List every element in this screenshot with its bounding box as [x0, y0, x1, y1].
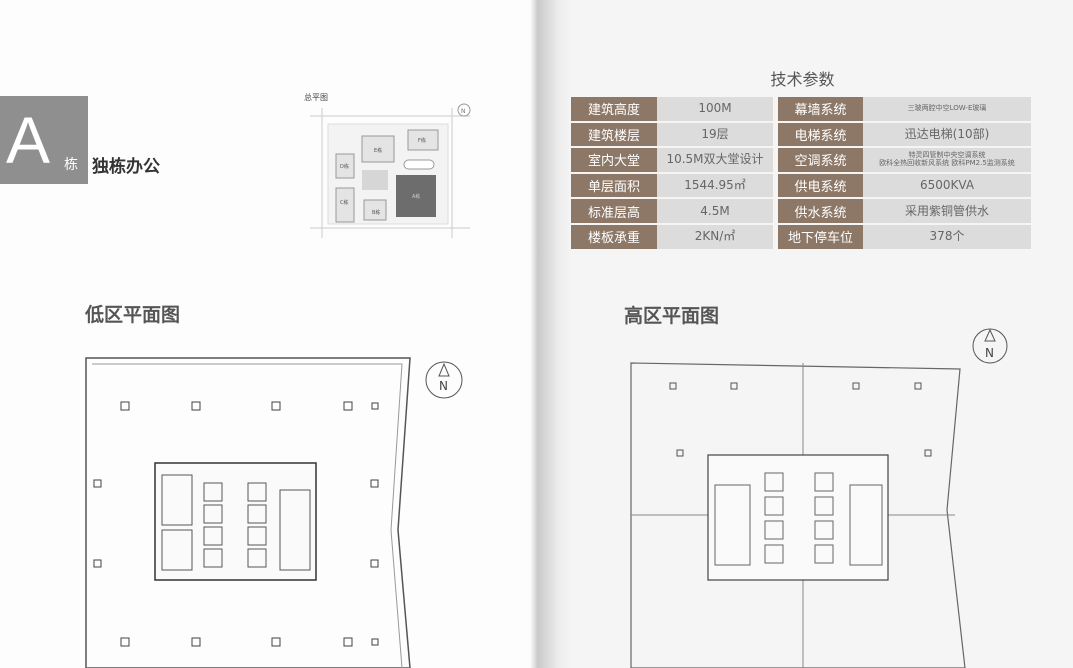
block-a — [396, 175, 436, 217]
high-zone-title: 高区平面图 — [624, 305, 720, 327]
param-value: 378个 — [863, 224, 1031, 249]
param-label: 标准层高 — [571, 199, 657, 223]
site-plan-title: 总平图 — [304, 93, 328, 102]
building-letter: A — [6, 103, 51, 177]
param-value: 4.5M — [657, 199, 773, 223]
block-c — [335, 187, 355, 223]
core — [707, 454, 889, 581]
svg-text:B栋: B栋 — [372, 209, 380, 216]
param-value: 三玻两腔中空LOW-E玻璃 — [863, 97, 1031, 121]
param-value: 迅达电梯(10部) — [863, 122, 1031, 147]
table-row: 空调系统特灵四管制中央空调系统欧科全热回收新风系统 欧科PM2.5监测系统 — [778, 148, 1031, 172]
param-label: 幕墙系统 — [778, 97, 863, 121]
tech-table-right: 幕墙系统三玻两腔中空LOW-E玻璃 电梯系统迅达电梯(10部) 空调系统特灵四管… — [778, 97, 1031, 249]
plaza — [362, 170, 388, 190]
low-zone-floor-plan — [85, 357, 411, 668]
param-label: 空调系统 — [778, 148, 863, 172]
param-value: 100M — [657, 97, 773, 121]
high-zone-floor-plan — [630, 362, 966, 668]
block-d — [335, 153, 355, 179]
param-value: 6500KVA — [863, 173, 1031, 198]
param-value: 10.5M双大堂设计 — [657, 148, 773, 172]
building-suffix: 栋 — [64, 157, 78, 173]
svg-text:A栋: A栋 — [412, 193, 420, 200]
param-value: 特灵四管制中央空调系统欧科全热回收新风系统 欧科PM2.5监测系统 — [863, 148, 1031, 172]
page-gutter — [530, 0, 570, 668]
table-row: 幕墙系统三玻两腔中空LOW-E玻璃 — [778, 97, 1031, 121]
block-f — [407, 129, 439, 151]
param-label: 供电系统 — [778, 173, 863, 198]
building-badge: A 栋 — [0, 96, 88, 184]
tech-params-title: 技术参数 — [770, 70, 835, 89]
svg-text:D栋: D栋 — [340, 163, 349, 170]
param-label: 建筑楼层 — [571, 122, 657, 147]
param-value: 采用紫铜管供水 — [863, 199, 1031, 223]
param-value-line2: 欧科全热回收新风系统 欧科PM2.5监测系统 — [879, 158, 1015, 167]
param-label: 建筑高度 — [571, 97, 657, 121]
north-arrow-icon: N — [425, 361, 463, 399]
table-row: 电梯系统迅达电梯(10部) — [778, 122, 1031, 147]
core — [154, 462, 317, 581]
site-plan: E栋 F栋 D栋 C栋 B栋 A栋 N — [310, 103, 471, 238]
svg-text:N: N — [461, 108, 466, 115]
north-label: N — [439, 379, 448, 393]
param-value: 1544.95㎡ — [657, 173, 773, 198]
svg-text:E栋: E栋 — [374, 147, 382, 154]
param-label: 单层面积 — [571, 173, 657, 198]
low-zone-title: 低区平面图 — [85, 304, 181, 326]
param-value: 19层 — [657, 122, 773, 147]
param-value-line1: 特灵四管制中央空调系统 — [908, 151, 986, 160]
param-label: 室内大堂 — [571, 148, 657, 172]
param-value: 2KN/㎡ — [657, 224, 773, 249]
north-arrow-icon: N — [972, 328, 1008, 364]
param-label: 供水系统 — [778, 199, 863, 223]
param-label: 楼板承重 — [571, 224, 657, 249]
svg-text:F栋: F栋 — [418, 137, 426, 144]
param-label: 电梯系统 — [778, 122, 863, 147]
svg-text:C栋: C栋 — [340, 199, 349, 206]
north-label: N — [985, 346, 994, 360]
param-label: 地下停车位 — [778, 224, 863, 249]
block-e — [361, 135, 395, 163]
table-row: 供水系统采用紫铜管供水 — [778, 199, 1031, 223]
block-b — [363, 199, 387, 221]
building-name: 独栋办公 — [92, 157, 160, 177]
